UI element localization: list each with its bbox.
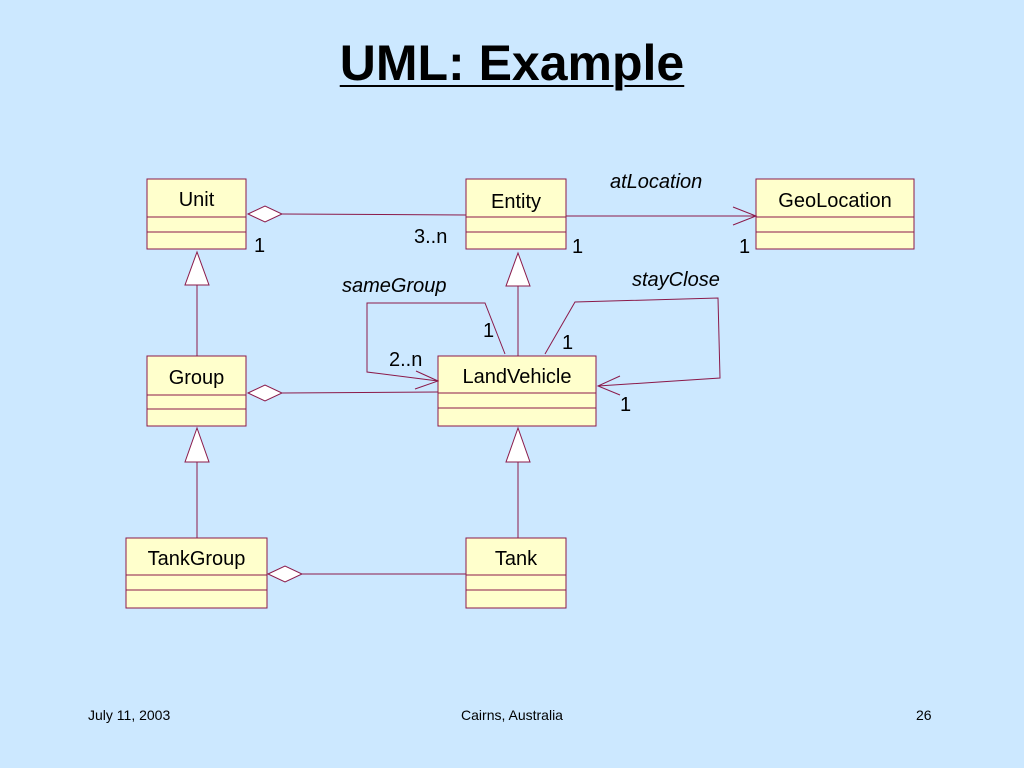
mult-stayclose-source: 1 xyxy=(562,332,573,354)
class-group: Group xyxy=(146,355,247,427)
association-samegroup-arrowhead xyxy=(414,370,440,390)
class-entity-box xyxy=(465,178,567,250)
class-group-name: Group xyxy=(169,367,225,389)
class-tank: Tank xyxy=(465,537,567,609)
association-stayclose xyxy=(544,297,721,396)
aggregation-unit-entity xyxy=(246,205,467,223)
aggregation-group-diamond xyxy=(246,384,284,402)
association-atlocation-arrowhead xyxy=(732,206,758,226)
association-samegroup xyxy=(366,302,506,390)
generalization-landvehicle-entity xyxy=(505,251,531,356)
generalization-group-unit xyxy=(184,250,210,356)
aggregation-unit-diamond xyxy=(246,205,284,223)
association-atlocation xyxy=(566,206,758,226)
footer-location: Cairns, Australia xyxy=(461,707,563,723)
class-unit-name: Unit xyxy=(179,189,215,211)
mult-atlocation-geo: 1 xyxy=(739,236,750,258)
class-group-box xyxy=(146,355,247,427)
mult-stayclose-target: 1 xyxy=(620,394,631,416)
class-unit-box xyxy=(146,178,247,250)
mult-samegroup-source: 1 xyxy=(483,320,494,342)
role-stayclose: stayClose xyxy=(632,269,720,291)
class-geolocation: GeoLocation xyxy=(755,178,915,250)
class-geolocation-name: GeoLocation xyxy=(778,190,891,212)
class-tankgroup-box xyxy=(125,537,268,609)
class-landvehicle-box xyxy=(437,355,597,427)
mult-samegroup-target: 2..n xyxy=(389,349,422,371)
class-entity-name: Entity xyxy=(491,191,541,213)
generalization-tank-landvehicle-triangle xyxy=(505,426,531,463)
class-landvehicle-name: LandVehicle xyxy=(463,366,572,388)
role-samegroup: sameGroup xyxy=(342,275,447,297)
association-stayclose-arrowhead xyxy=(596,375,621,396)
class-geolocation-box xyxy=(755,178,915,250)
generalization-tankgroup-group xyxy=(184,426,210,538)
association-stayclose-line xyxy=(544,297,721,387)
class-tankgroup-name: TankGroup xyxy=(148,548,246,570)
generalization-group-unit-triangle xyxy=(184,250,210,286)
association-samegroup-line xyxy=(366,302,506,382)
generalization-landvehicle-entity-triangle xyxy=(505,251,531,287)
aggregation-unit-entity-line xyxy=(281,213,467,216)
aggregation-group-landvehicle-line xyxy=(281,391,439,394)
generalization-tank-landvehicle xyxy=(505,426,531,538)
mult-unit-entity-unit: 1 xyxy=(254,235,265,257)
class-tank-box xyxy=(465,537,567,609)
class-tankgroup: TankGroup xyxy=(125,537,268,609)
aggregation-group-landvehicle xyxy=(246,384,439,402)
class-unit: Unit xyxy=(146,178,247,250)
aggregation-tankgroup-tank xyxy=(266,565,466,583)
slide-title-text: UML: Example xyxy=(339,35,685,91)
generalization-tankgroup-group-triangle xyxy=(184,426,210,463)
footer-date: July 11, 2003 xyxy=(88,707,171,723)
class-tank-name: Tank xyxy=(495,548,538,570)
class-landvehicle: LandVehicle xyxy=(437,355,597,427)
slide-title: UML: Example xyxy=(0,38,1024,88)
mult-atlocation-entity: 1 xyxy=(572,236,583,258)
footer-page-number: 26 xyxy=(916,707,932,723)
role-atlocation: atLocation xyxy=(610,171,702,193)
mult-unit-entity-entity: 3..n xyxy=(414,226,447,248)
aggregation-tankgroup-diamond xyxy=(266,565,304,583)
class-entity: Entity xyxy=(465,178,567,250)
